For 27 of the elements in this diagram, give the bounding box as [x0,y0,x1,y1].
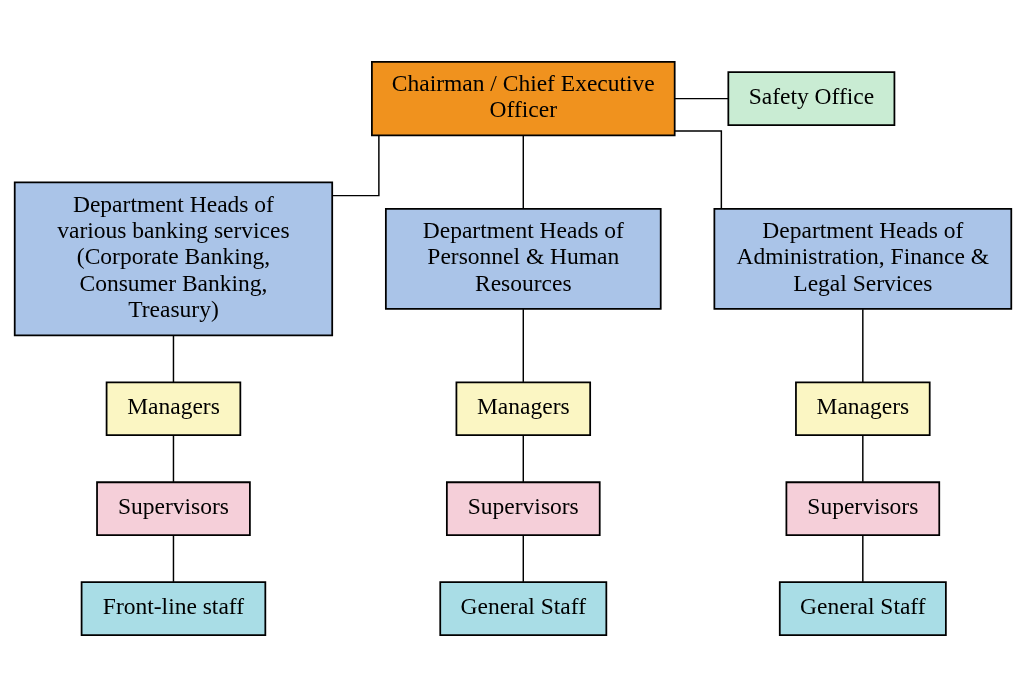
node-box: Safety Office [727,70,896,126]
connector [522,434,525,483]
node-box: Department Heads of various banking services (Corporate Banking, Consumer Banking, Treasury) [13,181,334,336]
node-box: Supervisors [785,480,941,536]
connector [674,97,729,99]
node-box: Supervisors [96,480,251,536]
connector [172,434,175,483]
node-box: Managers [455,380,592,436]
connector [862,534,864,583]
node-box: General Staff [439,580,608,636]
connector [522,307,525,383]
connector [522,134,525,209]
connector [172,334,175,383]
connector [674,129,723,209]
connector [172,534,175,583]
node-box: Managers [105,380,242,436]
node-box: General Staff [778,580,947,636]
connector [522,534,525,583]
node-box: Managers [795,380,931,436]
node-box: Front-line staff [80,580,267,636]
node-box: Chairman / Chief Executive Officer [371,60,676,136]
connector [331,134,380,196]
node-box: Department Heads of Personnel & Human Resources [385,207,662,310]
connector [862,434,864,483]
node-box: Supervisors [446,480,601,536]
connector [862,307,864,383]
node-box: Department Heads of Administration, Finance & Legal Services [713,207,1013,310]
